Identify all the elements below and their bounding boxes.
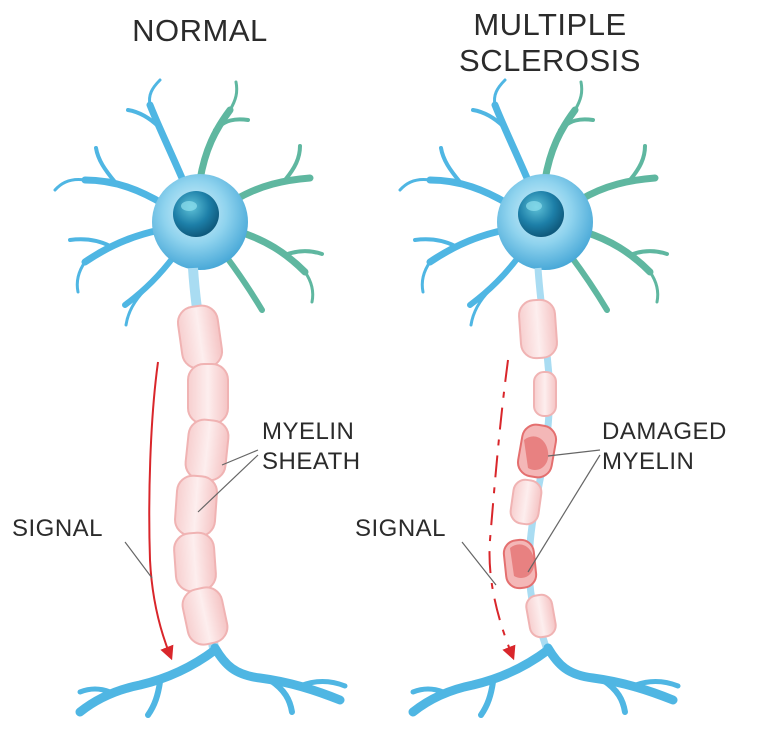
normal-neuron	[55, 80, 345, 715]
damaged-myelin-label-line1: DAMAGED	[602, 419, 727, 445]
ms-signal-arrow	[490, 360, 512, 655]
ms-title-line2: SCLEROSIS	[430, 44, 670, 77]
normal-signal-arrow	[149, 362, 170, 655]
normal-axon-terminal	[80, 648, 345, 715]
damaged-myelin-label-line2: MYELIN	[602, 449, 694, 475]
ms-neuron	[400, 80, 678, 715]
normal-signal-label: SIGNAL	[12, 516, 103, 542]
normal-nucleus	[173, 191, 219, 237]
ms-nucleus	[518, 191, 564, 237]
normal-title: NORMAL	[110, 14, 290, 47]
ms-signal-label: SIGNAL	[355, 516, 446, 542]
myelin-sheath-label-line1: MYELIN	[262, 419, 354, 445]
myelin-sheath-label-line2: SHEATH	[262, 449, 361, 475]
ms-axon-terminal	[413, 648, 678, 715]
normal-myelin-sheath	[173, 304, 230, 648]
ms-title-line1: MULTIPLE	[430, 8, 670, 41]
